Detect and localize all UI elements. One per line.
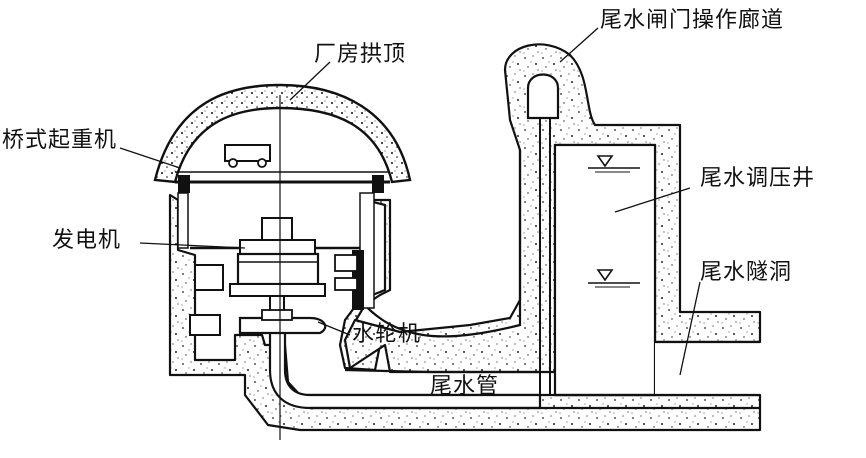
label-generator: 发电机 [52, 228, 122, 253]
generator-unit [229, 217, 326, 315]
label-tailrace-surge-shaft: 尾水调压井 [700, 166, 816, 191]
draft-tube [268, 330, 760, 410]
water-level-upper [588, 155, 640, 173]
label-bridge-crane: 桥式起重机 [2, 128, 118, 153]
leader-lines [119, 27, 701, 376]
arch-roof [153, 83, 412, 184]
concrete-mass [168, 43, 762, 432]
water-level-marker-icon [596, 155, 614, 168]
auxiliary-rooms [189, 254, 358, 336]
label-turbine: 水轮机 [352, 322, 422, 347]
water-level-marker-icon [596, 269, 614, 282]
water-level-lower [588, 269, 640, 288]
label-draft-tube: 尾水管 [430, 374, 500, 399]
gate-gallery [526, 73, 560, 395]
turbine-unit [238, 309, 327, 335]
tailrace-channel [344, 150, 540, 374]
label-tailrace-tunnel: 尾水隧洞 [700, 260, 793, 285]
label-tailrace-gate-gallery: 尾水闸门操作廊道 [600, 8, 785, 33]
label-arch-roof: 厂房拱顶 [314, 42, 407, 67]
